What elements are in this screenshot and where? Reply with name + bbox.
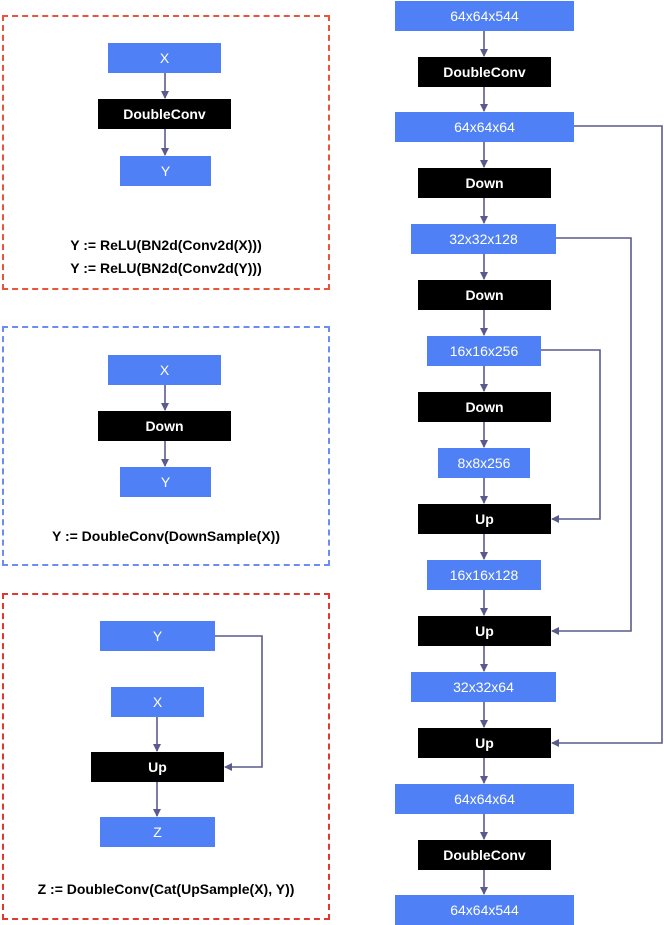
legend-up-output: Z	[100, 817, 215, 847]
skip-connection-enc3-up1	[541, 349, 601, 523]
net-up1: Up	[418, 504, 551, 534]
legend-doubleconv-input: X	[108, 43, 221, 73]
legend-doubleconv-formula-2: Y := ReLU(BN2d(Conv2d(Y)))	[70, 260, 262, 276]
net-output-tensor: 64x64x544	[395, 895, 574, 925]
legend-down-formula: Y := DoubleConv(DownSample(X))	[51, 528, 281, 544]
net-outc-doubleconv: DoubleConv	[418, 840, 551, 870]
net-up2: Up	[418, 616, 551, 646]
net-dec3-tensor: 64x64x64	[395, 784, 574, 814]
net-down1: Down	[418, 168, 551, 198]
net-up3: Up	[418, 728, 551, 758]
up-legend-panel	[2, 593, 330, 920]
legend-up-skip: Y	[100, 621, 215, 651]
legend-down-output: Y	[120, 467, 211, 497]
down-legend-panel	[2, 326, 330, 566]
net-down3: Down	[418, 392, 551, 422]
legend-down-input: X	[108, 355, 221, 385]
legend-doubleconv-formula-1: Y := ReLU(BN2d(Conv2d(X)))	[70, 237, 262, 253]
net-inc-doubleconv: DoubleConv	[418, 57, 551, 87]
net-dec2-tensor: 32x32x64	[411, 672, 556, 702]
net-bottleneck-tensor: 8x8x256	[438, 448, 530, 478]
legend-doubleconv-op: DoubleConv	[98, 99, 231, 129]
net-enc1-tensor: 64x64x64	[395, 112, 574, 142]
legend-up-op: Up	[91, 752, 224, 782]
net-input-tensor: 64x64x544	[395, 1, 574, 31]
legend-up-formula: Z := DoubleConv(Cat(UpSample(X), Y))	[37, 881, 295, 897]
net-enc3-tensor: 16x16x256	[427, 336, 541, 366]
net-dec1-tensor: 16x16x128	[427, 560, 541, 590]
legend-doubleconv-output: Y	[120, 156, 211, 186]
legend-down-op: Down	[98, 411, 231, 441]
net-down2: Down	[418, 280, 551, 310]
doubleconv-legend-panel	[2, 15, 330, 290]
net-enc2-tensor: 32x32x128	[411, 224, 556, 254]
legend-up-input: X	[111, 687, 204, 717]
skip-connection-enc2-up2	[551, 237, 632, 635]
skip-connection-enc1-up3	[551, 125, 663, 747]
